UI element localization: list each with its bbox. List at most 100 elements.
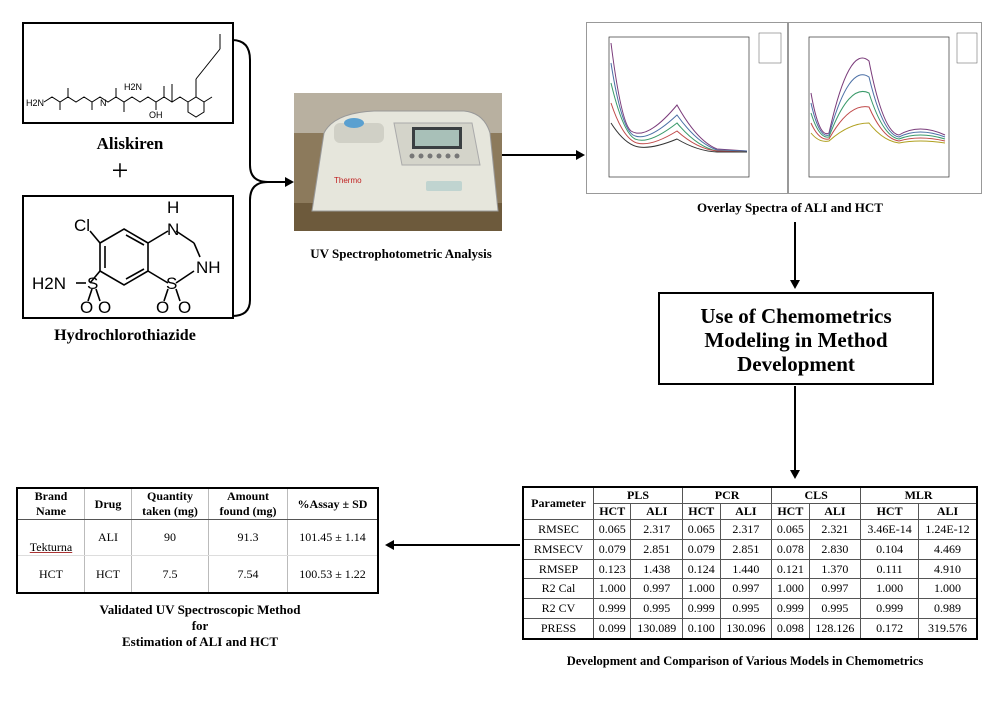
found-cell: 91.3 bbox=[208, 519, 288, 557]
assay-row: HCT HCT 7.5 7.54 100.53 ± 1.22 bbox=[17, 555, 378, 594]
assay-row: Tekturna ALI 90 91.3 101.45 ± 1.14 bbox=[17, 519, 378, 557]
param-cell: R2 Cal bbox=[522, 578, 594, 600]
group-pls: PLS bbox=[592, 486, 684, 504]
hct-atom-o1: O bbox=[80, 298, 93, 317]
value-cell: 0.065 bbox=[771, 519, 810, 540]
value-cell: 2.851 bbox=[630, 538, 684, 560]
value-cell: 319.576 bbox=[917, 618, 978, 640]
models-caption: Development and Comparison of Various Mo… bbox=[566, 654, 924, 668]
param-header: Parameter bbox=[522, 486, 594, 520]
header-brand: Brand Name bbox=[17, 488, 85, 520]
chemometrics-line-3: Development bbox=[737, 352, 855, 376]
value-cell: 1.370 bbox=[808, 558, 862, 580]
param-cell: RMSECV bbox=[522, 538, 594, 560]
value-cell: 128.126 bbox=[808, 618, 862, 640]
assay-caption-line-2: for bbox=[191, 618, 209, 633]
value-cell: 0.997 bbox=[808, 578, 862, 600]
assay-caption: Validated UV Spectroscopic Method for Es… bbox=[40, 602, 360, 650]
aliskiren-atom-n: N bbox=[100, 98, 107, 108]
chemometrics-line-1: Use of Chemometrics bbox=[700, 304, 892, 328]
arrow-to-chemometrics bbox=[790, 280, 800, 289]
aliskiren-atom-h2n: H2N bbox=[26, 98, 44, 108]
subheader: ALI bbox=[808, 503, 862, 520]
quantity-cell: 90 bbox=[131, 519, 209, 557]
group-mlr: MLR bbox=[860, 486, 978, 504]
value-cell: 0.124 bbox=[682, 558, 721, 580]
hct-atom-o3: O bbox=[156, 298, 169, 317]
plus-sign: + bbox=[111, 154, 129, 187]
hct-atom-n-top: N bbox=[167, 220, 179, 239]
value-cell: 0.989 bbox=[917, 598, 978, 620]
value-cell: 0.999 bbox=[682, 598, 721, 620]
found-cell: 7.54 bbox=[208, 555, 288, 594]
hct-atom-s2: S bbox=[166, 274, 177, 293]
value-cell: 1.000 bbox=[771, 578, 810, 600]
models-comparison-table: Parameter PLS PCR CLS MLR HCT ALI HCT AL… bbox=[522, 486, 978, 640]
value-cell: 0.997 bbox=[719, 578, 773, 600]
chemometrics-box: Use of Chemometrics Modeling in Method D… bbox=[658, 292, 934, 385]
value-cell: 1.440 bbox=[719, 558, 773, 580]
subheader: HCT bbox=[771, 503, 810, 520]
value-cell: 4.910 bbox=[917, 558, 978, 580]
models-table-subheader-row: HCT ALI HCT ALI HCT ALI HCT ALI bbox=[523, 503, 978, 520]
value-cell: 0.065 bbox=[682, 519, 721, 540]
value-cell: 0.079 bbox=[592, 538, 632, 560]
hct-structure-drawing: Cl H N H2N NH S S O O O O bbox=[32, 198, 221, 317]
assay-caption-line-1: Validated UV Spectroscopic Method bbox=[99, 602, 301, 617]
value-cell: 0.079 bbox=[682, 538, 721, 560]
subheader: HCT bbox=[682, 503, 721, 520]
spectrophotometer-drawing bbox=[294, 93, 502, 231]
param-cell: RMSEC bbox=[522, 519, 594, 540]
value-cell: 0.111 bbox=[860, 558, 919, 580]
header-assay: %Assay ± SD bbox=[287, 488, 378, 520]
value-cell: 0.997 bbox=[630, 578, 684, 600]
hct-atom-o4: O bbox=[178, 298, 191, 317]
value-cell: 0.123 bbox=[592, 558, 632, 580]
value-cell: 0.995 bbox=[630, 598, 684, 620]
models-table-group-row: Parameter PLS PCR CLS MLR bbox=[522, 486, 978, 520]
aliskiren-structure-drawing: H2N N H2N OH bbox=[26, 34, 221, 120]
arrow-to-models bbox=[790, 470, 800, 479]
subheader: ALI bbox=[917, 503, 978, 520]
value-cell: 1.000 bbox=[917, 578, 978, 600]
value-cell: 0.099 bbox=[592, 618, 632, 640]
hct-atom-h2n: H2N bbox=[32, 274, 66, 293]
subheader: HCT bbox=[592, 503, 632, 520]
value-cell: 2.851 bbox=[719, 538, 773, 560]
hct-atom-cl: Cl bbox=[74, 216, 90, 235]
value-cell: 130.096 bbox=[719, 618, 773, 640]
param-cell: RMSEP bbox=[522, 558, 594, 580]
brand-cell: Tekturna bbox=[17, 519, 85, 557]
hct-atom-o2: O bbox=[98, 298, 111, 317]
hct-structure-box: Cl H N H2N NH S S O O O O bbox=[22, 195, 234, 319]
value-cell: 130.089 bbox=[630, 618, 684, 640]
value-cell: 2.317 bbox=[719, 519, 773, 540]
spectra-hct-plot bbox=[808, 32, 978, 178]
value-cell: 1.000 bbox=[860, 578, 919, 600]
value-cell: 0.104 bbox=[860, 538, 919, 560]
group-cls: CLS bbox=[771, 486, 862, 504]
value-cell: 0.098 bbox=[771, 618, 810, 640]
assay-results-table: Brand Name Drug Quantity taken (mg) Amou… bbox=[16, 487, 379, 594]
instrument-brand-label: Thermo bbox=[334, 176, 362, 185]
value-cell: 1.24E-12 bbox=[917, 519, 978, 540]
hct-atom-s1: S bbox=[87, 274, 98, 293]
spectrophotometer-photo: Thermo bbox=[294, 93, 502, 231]
value-cell: 0.999 bbox=[592, 598, 632, 620]
hct-atom-h-top: H bbox=[167, 198, 179, 217]
instrument-caption: UV Spectrophotometric Analysis bbox=[310, 246, 492, 261]
value-cell: 0.078 bbox=[771, 538, 810, 560]
group-pcr: PCR bbox=[682, 486, 773, 504]
value-cell: 0.121 bbox=[771, 558, 810, 580]
param-cell: PRESS bbox=[522, 618, 594, 640]
aliskiren-atom-oh: OH bbox=[149, 110, 163, 120]
value-cell: 0.999 bbox=[771, 598, 810, 620]
hct-atom-nh: NH bbox=[196, 258, 221, 277]
value-cell: 0.065 bbox=[592, 519, 632, 540]
assay-header-row: Brand Name Drug Quantity taken (mg) Amou… bbox=[17, 488, 378, 520]
